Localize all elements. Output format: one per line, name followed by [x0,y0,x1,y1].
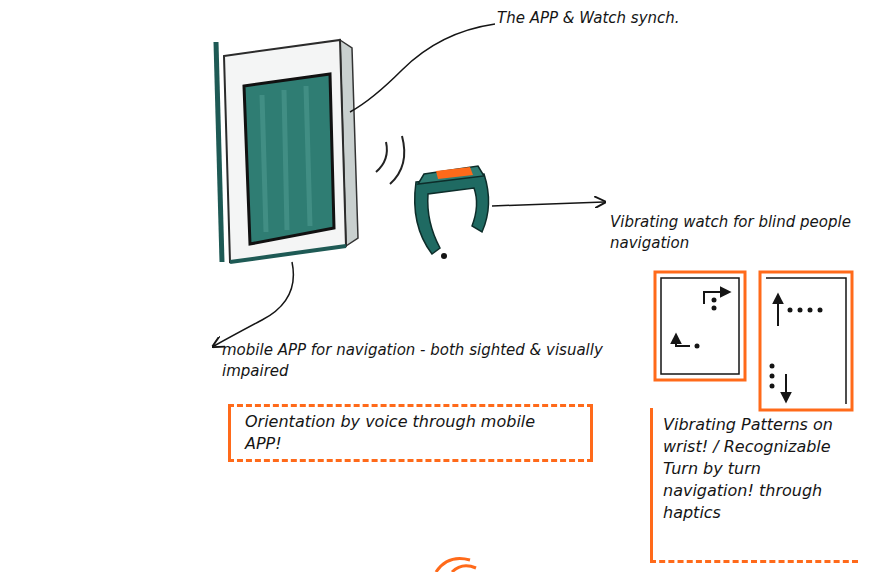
vibration-dot [788,308,793,313]
watch-face [418,166,484,184]
leader-line [214,262,293,346]
leader-line [350,24,495,112]
vibration-dot [798,308,803,313]
pattern-frame [766,278,846,404]
watch-clasp [441,253,447,259]
phone-screen [244,74,334,244]
watch-band [415,174,489,254]
vibration-dot [808,308,813,313]
pattern-card [655,272,745,380]
app-label: mobile APP for navigation - both sighted… [222,340,622,382]
vibration-dot [770,384,775,389]
vibration-dot [712,298,717,303]
straight-arrow [777,296,779,326]
turn-arrow [676,336,690,346]
pattern-frame [661,278,739,374]
vibration-dot [770,364,775,369]
vibration-dot [818,308,823,313]
watch-screen [436,167,473,179]
signal-wave [376,142,387,172]
node-text: Vibrating Patterns on wrist! / Recogniza… [663,414,848,524]
node-text: Orientation by voice through mobile APP! [245,411,576,455]
vibration-dot [712,306,717,311]
sync-label: The APP & Watch synch. [497,8,757,29]
vibration-dot [770,374,775,379]
pattern-card [760,272,852,410]
watch-label: Vibrating watch for blind people navigat… [610,212,860,254]
turn-arrow [704,292,728,304]
orange-squiggle [436,559,476,572]
phone-bottom-edge [230,246,346,262]
leader-line [492,202,604,206]
signal-wave [390,136,404,184]
haptics-note-box: Vibrating Patterns on wrist! / Recogniza… [650,408,858,563]
screen-streak [262,86,310,232]
phone-body [224,40,346,262]
phone-edge [216,42,222,262]
vibration-dot [695,344,700,349]
voice-note-band: Orientation by voice through mobile APP! [228,404,593,462]
straight-arrow [785,374,787,400]
